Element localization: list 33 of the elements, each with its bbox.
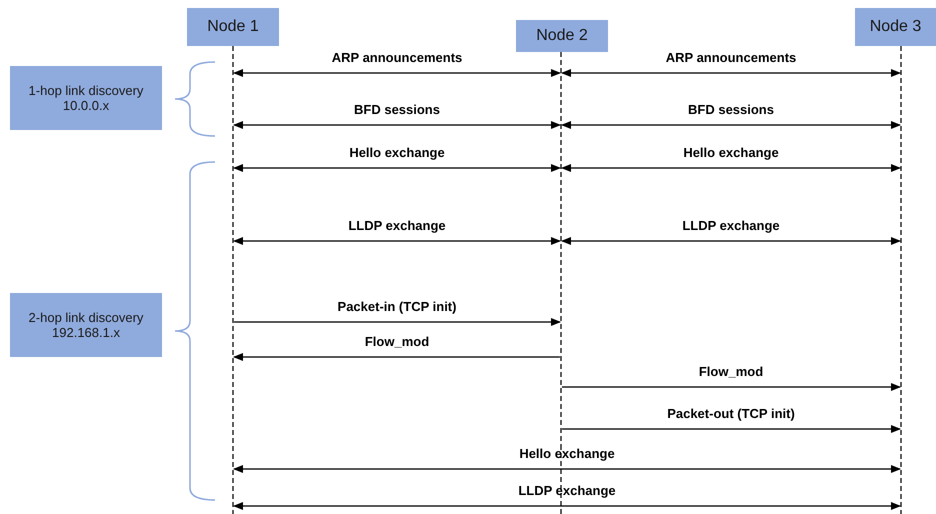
message-label: LLDP exchange [682, 218, 780, 233]
message-arrow [233, 502, 901, 510]
message-arrow [233, 237, 561, 245]
participant-box: Node 1 [187, 8, 279, 46]
message-label: LLDP exchange [348, 218, 446, 233]
participant-box: Node 3 [855, 8, 936, 46]
message-label: LLDP exchange [518, 483, 616, 498]
message-arrow [233, 465, 901, 473]
message-arrow [561, 121, 901, 129]
message-label: Flow_mod [364, 334, 430, 349]
message-label: Packet-out (TCP init) [667, 406, 795, 421]
message-arrow [562, 383, 901, 391]
message-arrow [561, 164, 901, 172]
message-label: ARP announcements [332, 50, 462, 65]
message-arrow [561, 69, 901, 77]
message-label: Packet-in (TCP init) [338, 299, 456, 314]
group-box: 1-hop link discovery 10.0.0.x [10, 66, 162, 130]
message-label: Hello exchange [683, 145, 779, 160]
message-arrow [562, 425, 901, 433]
message-arrow [234, 318, 561, 326]
message-arrow [233, 121, 561, 129]
group-box: 2-hop link discovery 192.168.1.x [10, 293, 162, 357]
message-label: BFD sessions [688, 102, 774, 117]
message-label: ARP announcements [666, 50, 796, 65]
message-label: Flow_mod [698, 364, 764, 379]
message-arrow [233, 164, 561, 172]
participant-box: Node 2 [516, 20, 608, 52]
message-arrow [233, 69, 561, 77]
message-label: BFD sessions [354, 102, 440, 117]
message-arrow [561, 237, 901, 245]
message-label: Hello exchange [519, 446, 615, 461]
message-label: Hello exchange [349, 145, 445, 160]
message-arrow [233, 353, 560, 361]
